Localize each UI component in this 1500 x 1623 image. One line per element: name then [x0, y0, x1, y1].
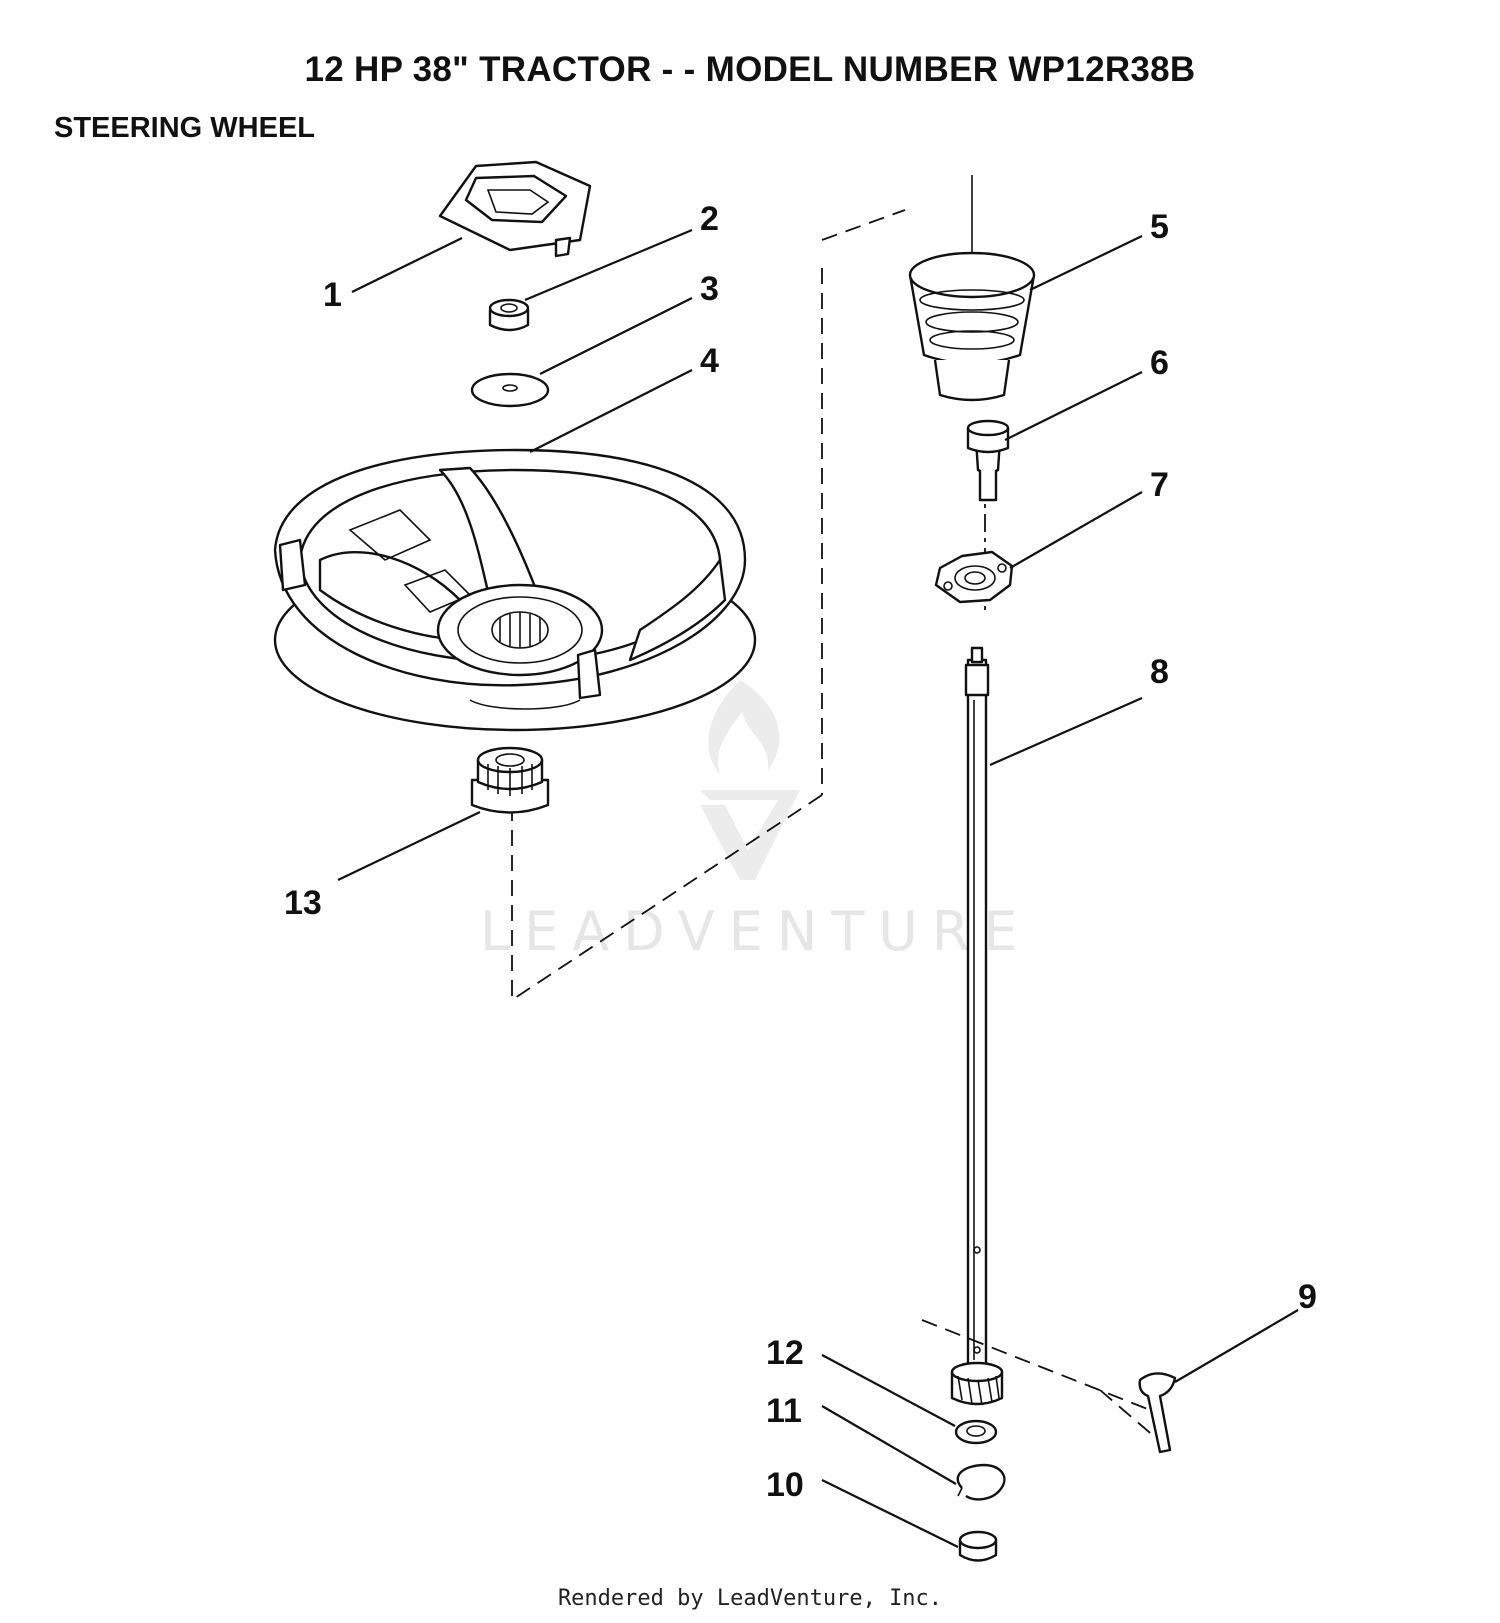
pinion-gear[interactable]	[950, 1361, 1004, 1406]
part-11-snap-ring[interactable]	[956, 1463, 1006, 1501]
part-3-washer[interactable]	[470, 372, 550, 408]
callout-4: 4	[700, 342, 719, 380]
callout-2: 2	[700, 200, 719, 238]
part-5-steering-boot[interactable]	[908, 251, 1036, 402]
callout-6: 6	[1150, 344, 1169, 382]
part-9-key[interactable]	[1138, 1372, 1177, 1454]
callout-8: 8	[1150, 653, 1169, 691]
section-title: STEERING WHEEL	[54, 112, 316, 144]
part-2-nut[interactable]	[488, 298, 530, 332]
watermark-text: LEADVENTURE	[480, 900, 1032, 963]
part-12-washer[interactable]	[954, 1419, 998, 1445]
leader-lines	[337, 228, 1299, 1548]
callout-7: 7	[1150, 466, 1169, 504]
part-6-bolt[interactable]	[966, 419, 1010, 502]
part-10-cap[interactable]	[958, 1530, 998, 1562]
callout-10: 10	[766, 1466, 804, 1504]
alignment-line	[511, 794, 823, 1001]
part-1-steering-cap[interactable]	[438, 160, 592, 258]
callout-5: 5	[1150, 208, 1169, 246]
diagram-title: 12 HP 38" TRACTOR - - MODEL NUMBER WP12R…	[304, 50, 1196, 89]
callout-3: 3	[700, 270, 719, 308]
part-7-flange-bearing[interactable]	[934, 550, 1014, 604]
alignment-line	[921, 1319, 1151, 1411]
part-13-adapter[interactable]	[470, 746, 550, 814]
alignment-line	[821, 209, 906, 241]
footer-credit: Rendered by LeadVenture, Inc.	[557, 1586, 943, 1611]
callout-12: 12	[766, 1334, 804, 1372]
callout-9: 9	[1298, 1278, 1317, 1316]
part-8-steering-shaft[interactable]	[964, 646, 990, 1377]
callout-13: 13	[284, 884, 322, 922]
callout-11: 11	[766, 1392, 802, 1430]
callout-1: 1	[323, 276, 342, 314]
part-4-steering-wheel[interactable]	[273, 448, 757, 732]
